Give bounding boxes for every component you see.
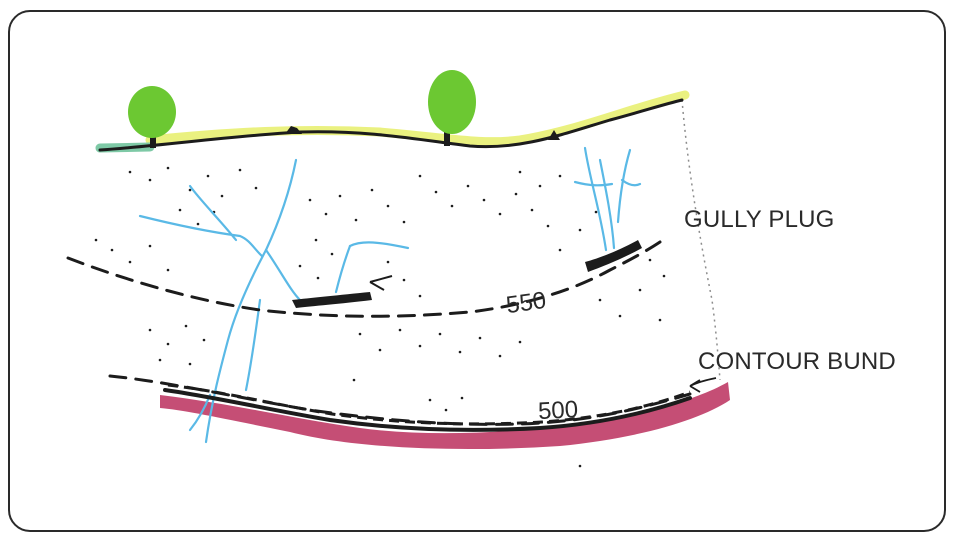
gully-plug-center-arrow [370, 276, 392, 290]
contour-line-upper [68, 242, 660, 316]
contour-bund-pointer [690, 378, 716, 392]
contour-label-500: 500 [537, 396, 578, 425]
gully-plug-label: GULLY PLUG [684, 206, 835, 234]
gully-plug-center-icon [292, 292, 372, 308]
contour-label-550: 550 [504, 287, 547, 319]
slope-edge-right [682, 100, 720, 380]
base-band [160, 382, 730, 449]
ridge-line [100, 100, 682, 150]
contour-bund-label: CONTOUR BUND [698, 348, 896, 376]
ridge-highlight [150, 95, 685, 142]
